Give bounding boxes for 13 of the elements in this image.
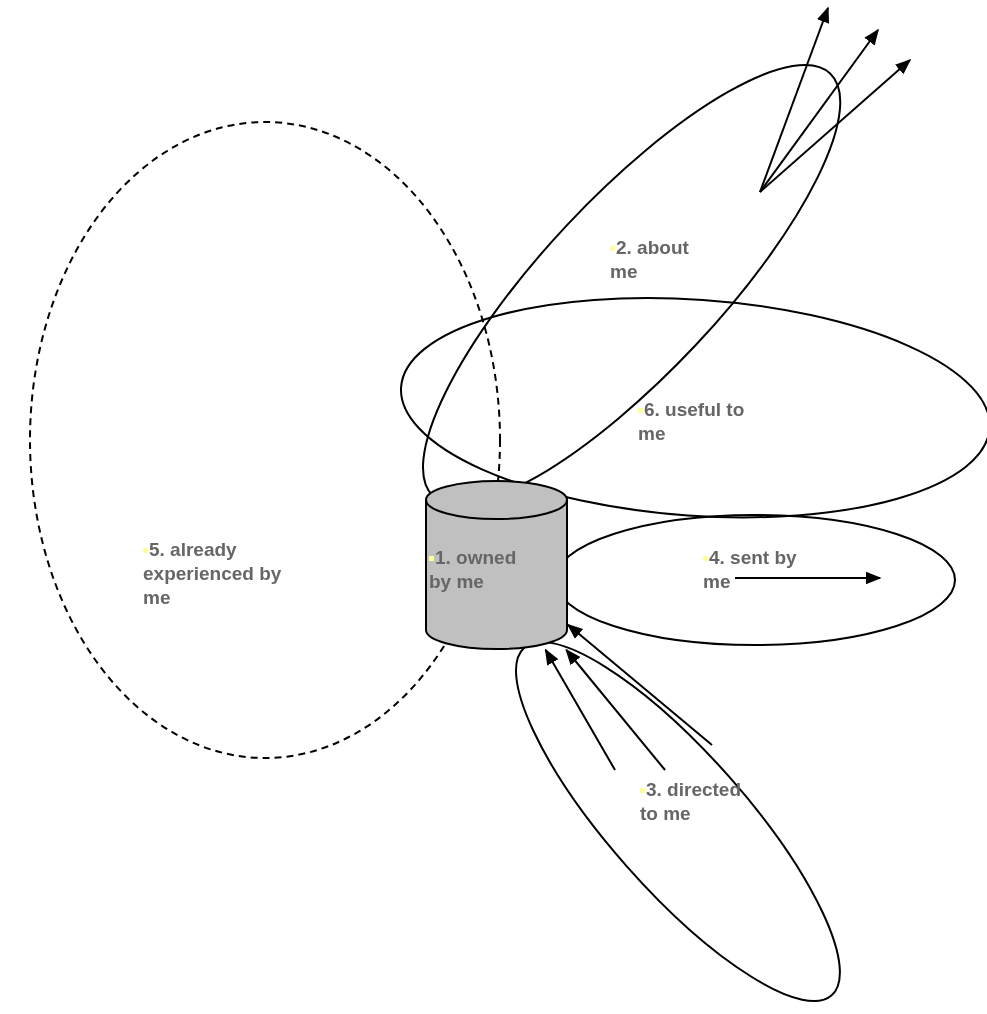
- arrow: [565, 648, 666, 771]
- arrow: [759, 58, 912, 193]
- arrow: [566, 623, 713, 746]
- region-label: 6. useful to me: [638, 398, 748, 446]
- region-label: 3. directed to me: [640, 778, 750, 826]
- region-label: 1. owned by me: [429, 546, 534, 594]
- arrow: [759, 28, 879, 193]
- arrow: [759, 6, 829, 193]
- arrow: [544, 648, 616, 771]
- region-label: 5. already experienced by me: [143, 538, 283, 610]
- arrow: [734, 571, 882, 585]
- region-label: 2. about me: [610, 236, 720, 284]
- region-label: 4. sent by me: [703, 546, 803, 594]
